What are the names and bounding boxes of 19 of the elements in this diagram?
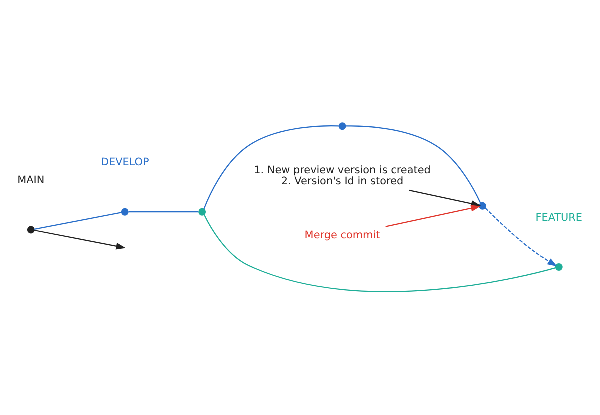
connector — [128, 212, 199, 213]
connector — [204, 126, 339, 210]
connector — [346, 126, 482, 204]
node-text: Merge commit — [304, 230, 380, 242]
label: FEATURE — [536, 212, 583, 224]
node-circle — [198, 208, 206, 216]
node-circle — [121, 208, 129, 216]
label: DEVELOP — [100, 156, 150, 169]
node-circle — [555, 264, 563, 271]
node-text: 1. New preview version is created 2. Version's Id in stored — [254, 164, 431, 188]
arrow — [34, 230, 126, 250]
node-circle — [27, 226, 35, 234]
connector — [204, 214, 556, 292]
label: MAIN — [18, 174, 45, 187]
node-circle — [478, 202, 486, 210]
node-circle — [338, 122, 346, 130]
arrow — [485, 208, 558, 267]
arrow — [386, 205, 481, 228]
connector — [34, 212, 122, 230]
